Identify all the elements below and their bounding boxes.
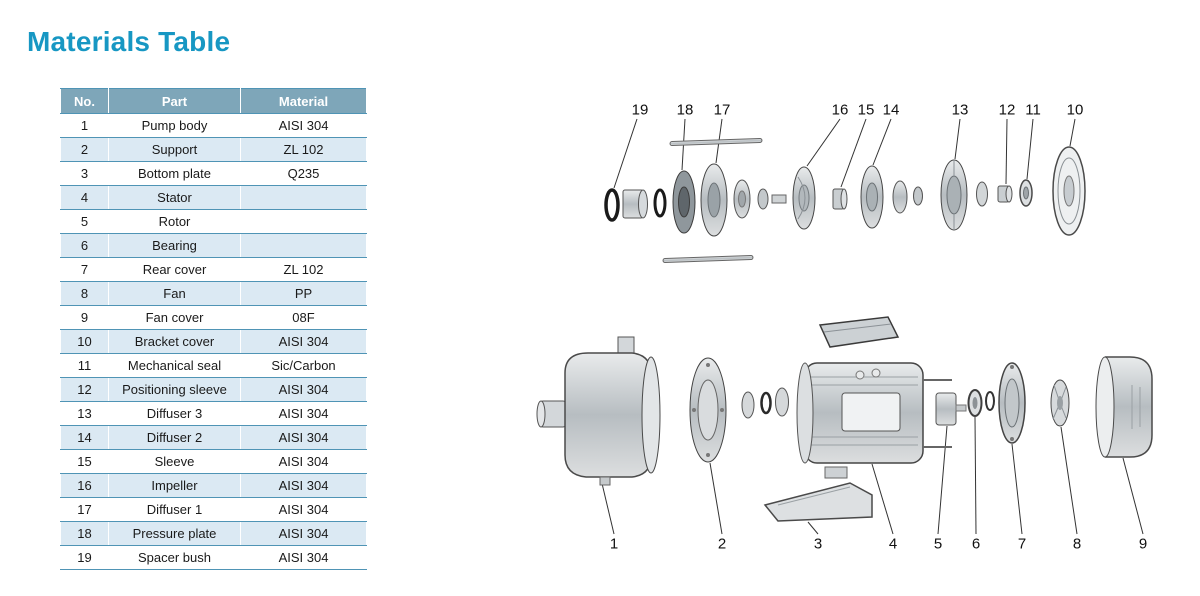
mechanical-seal-drawing xyxy=(1019,179,1033,207)
diffuser-2-drawing xyxy=(860,165,884,229)
rotor-drawing xyxy=(935,392,967,426)
seal-rings-drawing xyxy=(741,387,789,419)
fan-cover-drawing xyxy=(1095,356,1153,458)
terminal-box-drawing xyxy=(818,316,900,348)
callout-13: 13 xyxy=(951,101,969,119)
bracket-cover-drawing xyxy=(1052,146,1086,236)
bottom-assembly-diagram xyxy=(536,316,1153,522)
o-ring-drawing xyxy=(604,188,620,222)
callout-5: 5 xyxy=(933,535,943,553)
callout-1: 1 xyxy=(609,535,619,553)
callout-2: 2 xyxy=(717,535,727,553)
bearing-drawing xyxy=(967,389,995,417)
spacer-bush-drawing xyxy=(622,189,648,219)
pressure-plate-rod-drawing xyxy=(662,137,763,264)
materials-table-header: No. Part Material xyxy=(60,88,367,114)
o-ring-drawing xyxy=(653,188,667,218)
callout-4: 4 xyxy=(888,535,898,553)
callout-3: 3 xyxy=(813,535,823,553)
callout-17: 17 xyxy=(713,101,731,119)
impeller-drawing xyxy=(792,166,816,230)
col-header-part: Part xyxy=(108,88,241,114)
sleeve-drawing xyxy=(832,188,848,210)
callout-6: 6 xyxy=(971,535,981,553)
callout-18: 18 xyxy=(676,101,694,119)
shaft-washers-drawing xyxy=(733,179,787,219)
shaft-washers-drawing xyxy=(892,180,923,214)
diffuser-3-drawing xyxy=(940,159,968,231)
callout-12: 12 xyxy=(998,101,1016,119)
callout-15: 15 xyxy=(857,101,875,119)
col-header-no: No. xyxy=(60,88,109,114)
pump-body-drawing xyxy=(536,336,661,486)
stator-motor-body-drawing xyxy=(796,362,952,464)
rear-cover-drawing xyxy=(998,362,1026,444)
bottom-plate-drawing xyxy=(763,466,873,522)
positioning-sleeve-drawing xyxy=(976,181,1013,207)
bottom-leader-lines xyxy=(599,416,1144,535)
callout-9: 9 xyxy=(1138,535,1148,553)
callout-10: 10 xyxy=(1066,101,1084,119)
fan-drawing xyxy=(1050,379,1070,427)
callout-7: 7 xyxy=(1017,535,1027,553)
callout-14: 14 xyxy=(882,101,900,119)
top-leader-lines xyxy=(613,118,1076,189)
col-header-material: Material xyxy=(240,88,367,114)
callout-8: 8 xyxy=(1072,535,1082,553)
diffuser-1-drawing xyxy=(672,163,728,237)
top-assembly-diagram xyxy=(604,137,1086,264)
page-title: Materials Table xyxy=(27,26,231,57)
support-flange-drawing xyxy=(689,357,727,463)
exploded-view-diagram xyxy=(536,118,1153,535)
callout-11: 11 xyxy=(1025,101,1041,119)
callout-19: 19 xyxy=(631,101,649,119)
callout-16: 16 xyxy=(831,101,849,119)
